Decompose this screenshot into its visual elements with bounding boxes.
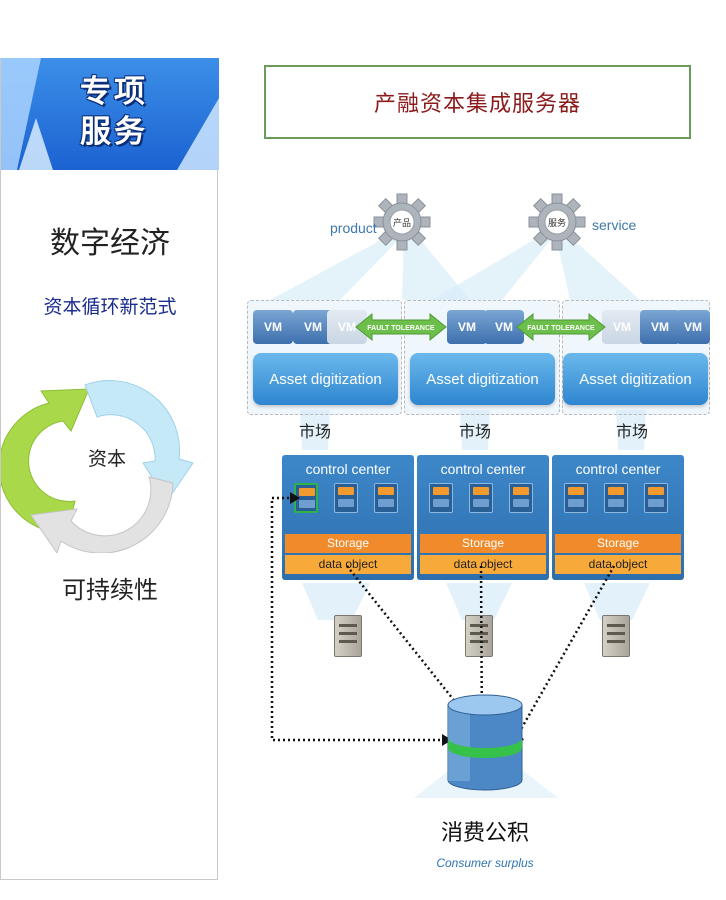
app-tile	[644, 483, 668, 513]
vm-box-faded: VM	[602, 310, 642, 344]
app-tile	[509, 483, 533, 513]
data-object-bar: data object	[285, 555, 411, 574]
control-center-panel-3: control center Storage data object	[552, 455, 684, 580]
vm-box: VM	[253, 310, 293, 344]
capital-cycle-center: 资本	[88, 448, 126, 470]
arrowhead-left-loop	[442, 734, 452, 746]
vm-box: VM	[484, 310, 524, 344]
connector-panel1-to-db	[346, 565, 485, 739]
app-tile	[469, 483, 493, 513]
app-tile	[374, 483, 398, 513]
cycle-arrow-green	[1, 388, 90, 534]
server-icon	[465, 615, 493, 657]
app-tile	[604, 483, 628, 513]
vm-box: VM	[293, 310, 333, 344]
asset-digitization-box-3: Asset digitization	[563, 353, 708, 405]
banner-decor-right	[177, 98, 219, 170]
capital-cycle-diagram: 资本	[1, 380, 194, 553]
market-label-3: 市场	[616, 422, 649, 441]
control-center-title: control center	[305, 461, 391, 477]
market-label-2: 市场	[459, 422, 492, 441]
sustainability-label: 可持续性	[62, 576, 158, 604]
banner-line-1: 专项	[80, 74, 148, 110]
asset-digitization-box-2: Asset digitization	[410, 353, 555, 405]
integrated-server-title: 产融资本集成服务器	[264, 65, 691, 139]
database-icon	[447, 694, 523, 791]
control-center-panel-1: control center Storage data object	[282, 455, 414, 580]
vm-box: VM	[676, 310, 710, 344]
data-object-bar: data object	[555, 555, 681, 574]
app-tile	[564, 483, 588, 513]
vm-box: VM	[447, 310, 487, 344]
cycle-arrow-gray	[30, 476, 174, 553]
server-icon	[334, 615, 362, 657]
product-label: product	[330, 220, 377, 236]
market-label-1: 市场	[299, 422, 332, 441]
service-gear-inner: 服务	[548, 217, 566, 229]
vm-box-faded: VM	[327, 310, 367, 344]
asset-digitization-box-1: Asset digitization	[253, 353, 398, 405]
control-center-title: control center	[440, 461, 526, 477]
app-tile	[429, 483, 453, 513]
connector-panel3-to-db	[514, 565, 616, 739]
app-tile	[294, 483, 318, 513]
left-panel: 专项 服务 数字经济 资本循环新范式 资本 可持续性	[0, 58, 219, 880]
service-gear-icon: 服务	[528, 193, 586, 251]
control-center-panel-2: control center Storage data object	[417, 455, 549, 580]
consumer-surplus-english: Consumer surplus	[436, 856, 534, 870]
cycle-arrow-blue	[84, 380, 194, 502]
control-center-title: control center	[575, 461, 661, 477]
consumer-surplus-label: 消费公积	[440, 821, 529, 846]
arrowhead-panel2	[477, 736, 487, 746]
service-label: service	[592, 217, 637, 233]
beam-database	[414, 768, 558, 798]
app-tile	[334, 483, 358, 513]
product-gear-icon: 产品	[373, 193, 431, 251]
service-banner: 专项 服务	[1, 58, 219, 170]
arrowhead-panel3	[512, 732, 524, 744]
digital-economy-heading: 数字经济	[50, 226, 170, 261]
product-gear-inner: 产品	[393, 217, 411, 229]
banner-line-2: 服务	[80, 114, 148, 150]
storage-bar: Storage	[555, 534, 681, 553]
capital-cycle-subheading: 资本循环新范式	[43, 296, 177, 318]
storage-bar: Storage	[285, 534, 411, 553]
data-object-bar: data object	[420, 555, 546, 574]
storage-bar: Storage	[420, 534, 546, 553]
arrowhead-panel1	[476, 734, 488, 744]
server-icon	[602, 615, 630, 657]
vm-box: VM	[640, 310, 680, 344]
